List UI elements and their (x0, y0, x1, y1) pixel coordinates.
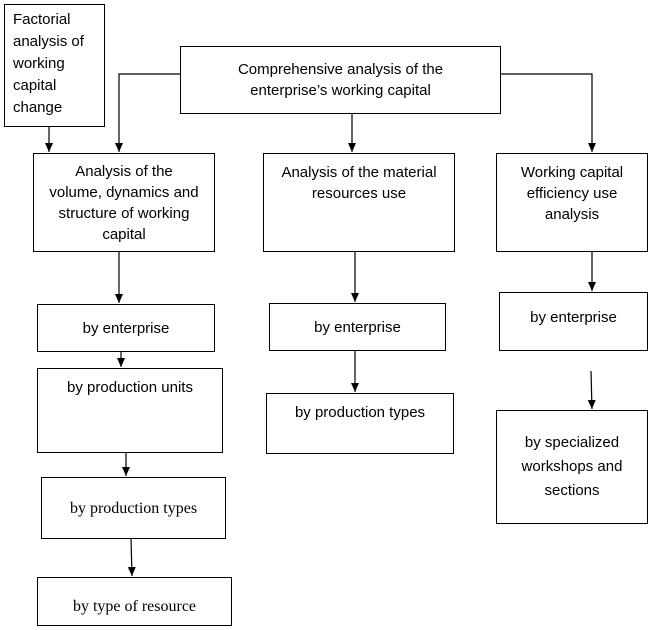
arrow-comprehensive-to-efficiency (501, 73, 596, 152)
efficiency-by-workshops-box: by specialized workshops and sections (496, 410, 648, 524)
factorial-analysis-label: Factorial analysis of working capital ch… (13, 11, 84, 116)
volume-by-type-of-resource-label: by type of resource (72, 598, 197, 615)
efficiency-by-enterprise-box: by enterprise (499, 292, 648, 351)
material-by-production-types-label: by production types (294, 404, 426, 421)
volume-by-enterprise-label: by enterprise (82, 319, 170, 337)
arrow-efficiency-enterprise-to-workshops (587, 370, 596, 410)
volume-by-production-types-label: by production types (69, 499, 198, 517)
efficiency-analysis-label: Working capital efficiency use analysis (520, 164, 624, 223)
volume-by-type-of-resource-box: by type of resource (37, 577, 232, 626)
comprehensive-analysis-box: Comprehensive analysis of the enterprise… (180, 46, 501, 114)
material-by-enterprise-box: by enterprise (269, 303, 446, 351)
arrow-types-to-resource (127, 538, 136, 577)
volume-analysis-box: Analysis of the volume, dynamics and str… (33, 153, 215, 252)
volume-by-production-units-box: by production units (37, 368, 223, 453)
material-by-production-types-box: by production types (266, 393, 454, 454)
arrow-comprehensive-to-volume (115, 73, 180, 152)
volume-by-enterprise-box: by enterprise (37, 304, 215, 352)
factorial-analysis-box: Factorial analysis of working capital ch… (4, 4, 105, 127)
comprehensive-analysis-label: Comprehensive analysis of the enterprise… (237, 61, 444, 99)
volume-by-production-types-box: by production types (41, 477, 226, 539)
material-by-enterprise-label: by enterprise (314, 318, 401, 336)
efficiency-by-enterprise-label: by enterprise (530, 309, 617, 326)
efficiency-by-workshops-label: by specialized workshops and sections (521, 434, 623, 499)
material-analysis-label: Analysis of the material resources use (281, 164, 437, 202)
efficiency-analysis-box: Working capital efficiency use analysis (496, 153, 648, 252)
volume-by-production-units-label: by production units (67, 379, 193, 396)
material-analysis-box: Analysis of the material resources use (263, 153, 455, 252)
volume-analysis-label: Analysis of the volume, dynamics and str… (49, 162, 199, 243)
